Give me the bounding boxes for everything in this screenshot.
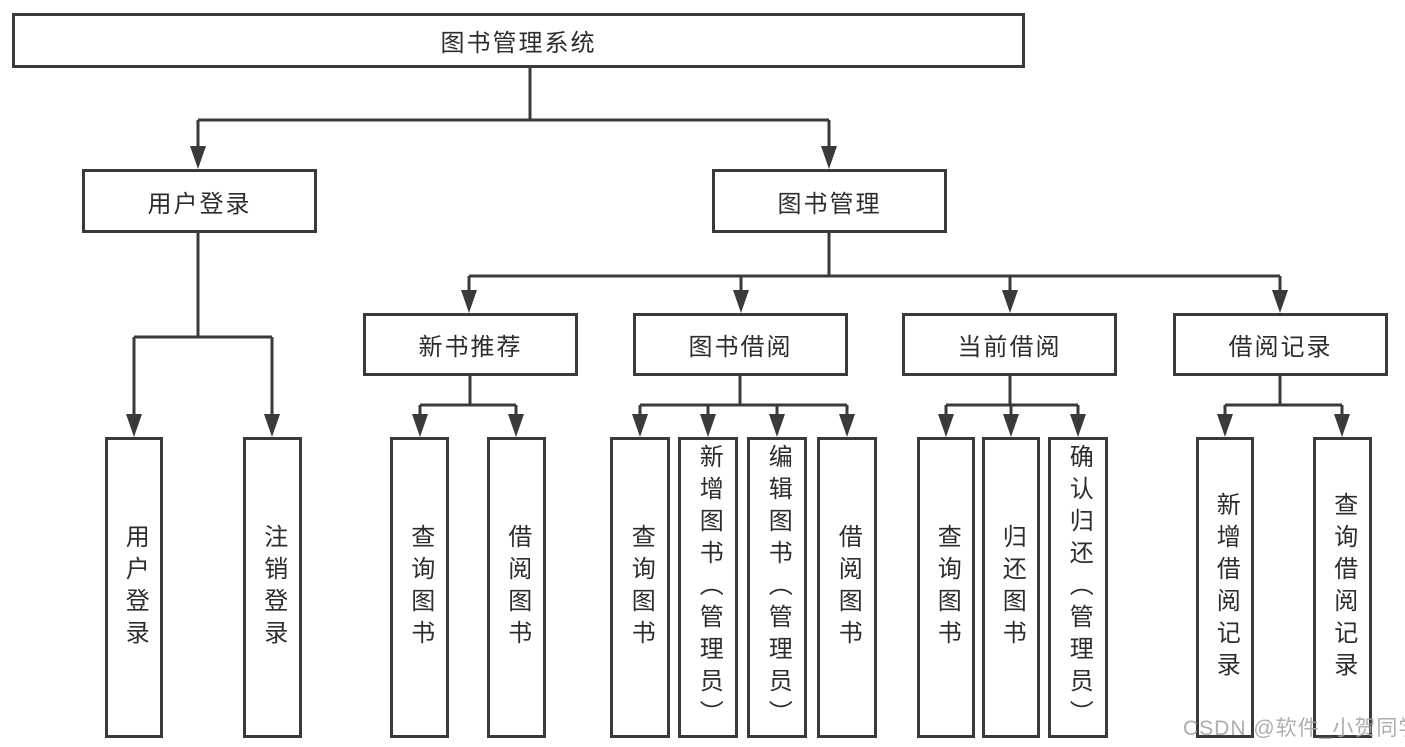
node-root: 图书管理系统 <box>12 13 1025 68</box>
leaf-query-books-recommend: 查询图书 <box>390 437 449 738</box>
leaf-borrow-books-label: 借阅图书 <box>834 523 862 652</box>
leaf-add-book-admin-label: 新增图书（管理员） <box>695 443 723 732</box>
connector-current-borrow-to-children <box>944 376 1080 416</box>
leaf-add-borrow-record: 新增借阅记录 <box>1196 437 1254 738</box>
leaf-borrow-books-recommend: 借阅图书 <box>487 437 546 738</box>
leaf-add-borrow-record-label: 新增借阅记录 <box>1212 491 1240 684</box>
leaf-query-books-recommend-label: 查询图书 <box>406 523 434 652</box>
csdn-watermark: CSDN @软件_小贺同学 <box>1183 717 1405 740</box>
connector-book-borrow-to-children <box>638 376 849 416</box>
node-new-book-recommend: 新书推荐 <box>363 313 578 376</box>
leaf-edit-book-admin: 编辑图书（管理员） <box>747 437 807 738</box>
node-new-book-recommend-label: 新书推荐 <box>418 334 523 361</box>
node-borrow-records-label: 借阅记录 <box>1228 334 1333 361</box>
leaf-logout: 注销登录 <box>243 437 302 738</box>
leaf-query-borrow-record-label: 查询借阅记录 <box>1329 491 1357 684</box>
connector-borrow-records-to-children <box>1223 376 1344 416</box>
leaf-borrow-books: 借阅图书 <box>817 437 877 738</box>
connector-root-to-level2 <box>196 68 831 148</box>
node-current-borrow: 当前借阅 <box>902 313 1117 376</box>
leaf-edit-book-admin-label: 编辑图书（管理员） <box>764 443 792 732</box>
node-user-login: 用户登录 <box>82 169 317 233</box>
leaf-return-book-label: 归还图书 <box>998 523 1026 652</box>
node-book-borrow: 图书借阅 <box>633 313 848 376</box>
leaf-return-book: 归还图书 <box>982 437 1040 738</box>
node-root-label: 图书管理系统 <box>440 30 597 57</box>
leaf-confirm-return-admin: 确认归还（管理员） <box>1048 437 1108 738</box>
node-current-borrow-label: 当前借阅 <box>957 334 1062 361</box>
leaf-borrow-books-recommend-label: 借阅图书 <box>503 523 531 652</box>
node-book-management-label: 图书管理 <box>777 190 882 218</box>
leaf-add-book-admin: 新增图书（管理员） <box>678 437 738 738</box>
connector-new-book-to-children <box>418 376 518 416</box>
leaf-confirm-return-admin-label: 确认归还（管理员） <box>1065 443 1093 732</box>
leaf-query-books-current-label: 查询图书 <box>933 523 961 652</box>
node-user-login-label: 用户登录 <box>147 190 252 218</box>
leaf-query-books-borrow: 查询图书 <box>610 437 670 738</box>
node-book-borrow-label: 图书借阅 <box>688 334 793 361</box>
node-borrow-records: 借阅记录 <box>1173 313 1388 376</box>
leaf-query-books-borrow-label: 查询图书 <box>627 523 655 652</box>
leaf-user-login: 用户登录 <box>105 437 163 738</box>
leaf-user-login-label: 用户登录 <box>121 523 149 652</box>
leaf-query-borrow-record: 查询借阅记录 <box>1313 437 1372 738</box>
node-book-management: 图书管理 <box>712 169 947 233</box>
connector-book-mgmt-to-level3 <box>467 233 1282 292</box>
leaf-logout-label: 注销登录 <box>259 523 287 652</box>
connector-user-login-to-children <box>132 233 274 416</box>
leaf-query-books-current: 查询图书 <box>917 437 975 738</box>
